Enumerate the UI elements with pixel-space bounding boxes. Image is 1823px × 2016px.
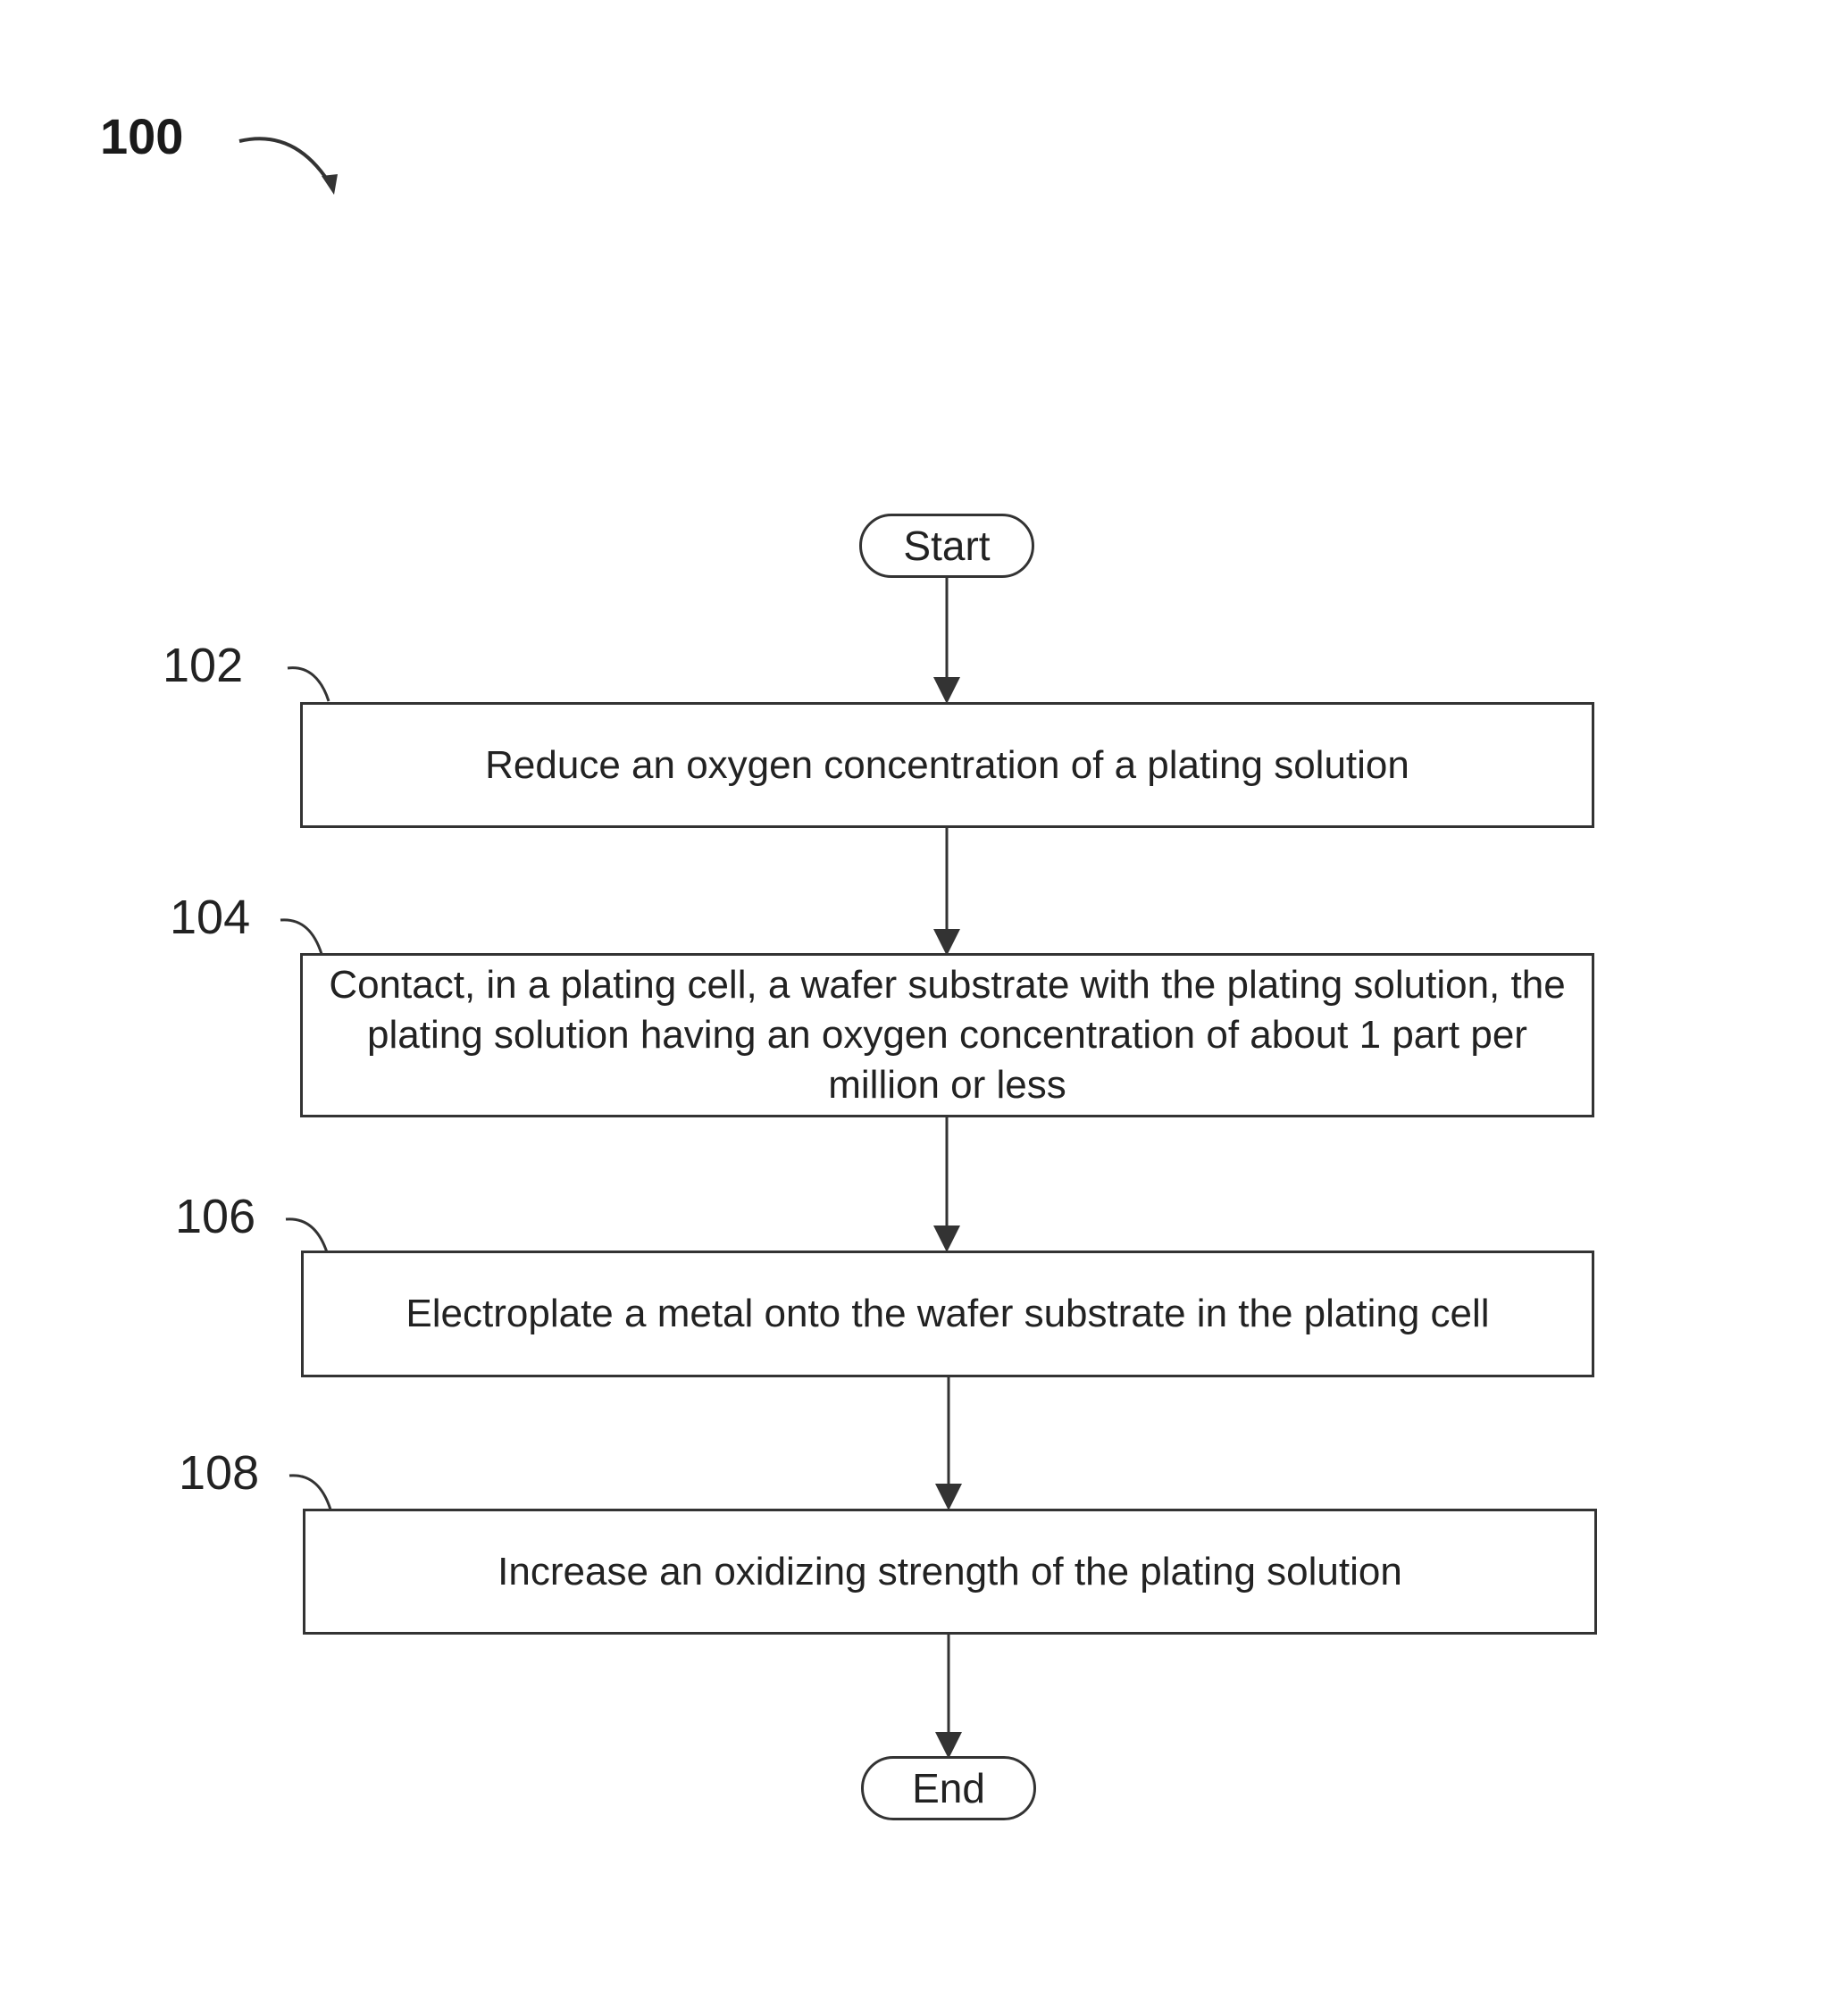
figure-pointer-arrowhead [322, 174, 338, 195]
step-ref-102: 102 [163, 641, 243, 690]
step-box-electroplate: Electroplate a metal onto the wafer subs… [301, 1251, 1594, 1377]
step-box-contact-wafer: Contact, in a plating cell, a wafer subs… [300, 953, 1594, 1117]
leader-106 [286, 1219, 327, 1252]
figure-number: 100 [100, 112, 183, 162]
step-text-electroplate: Electroplate a metal onto the wafer subs… [406, 1289, 1489, 1339]
step-ref-106: 106 [175, 1192, 255, 1241]
leader-104 [280, 920, 322, 954]
step-text-reduce-oxygen: Reduce an oxygen concentration of a plat… [485, 740, 1409, 791]
start-terminal: Start [859, 514, 1034, 578]
leader-108 [289, 1476, 330, 1510]
step-text-increase-oxidizing: Increase an oxidizing strength of the pl… [498, 1547, 1402, 1597]
step-ref-108: 108 [179, 1449, 259, 1497]
figure-pointer-arrow [239, 138, 332, 188]
leader-102 [288, 668, 329, 701]
step-box-increase-oxidizing: Increase an oxidizing strength of the pl… [303, 1509, 1597, 1635]
step-box-reduce-oxygen: Reduce an oxygen concentration of a plat… [300, 702, 1594, 828]
step-text-contact-wafer: Contact, in a plating cell, a wafer subs… [308, 960, 1586, 1110]
end-terminal: End [861, 1756, 1036, 1820]
step-ref-104: 104 [170, 893, 250, 941]
